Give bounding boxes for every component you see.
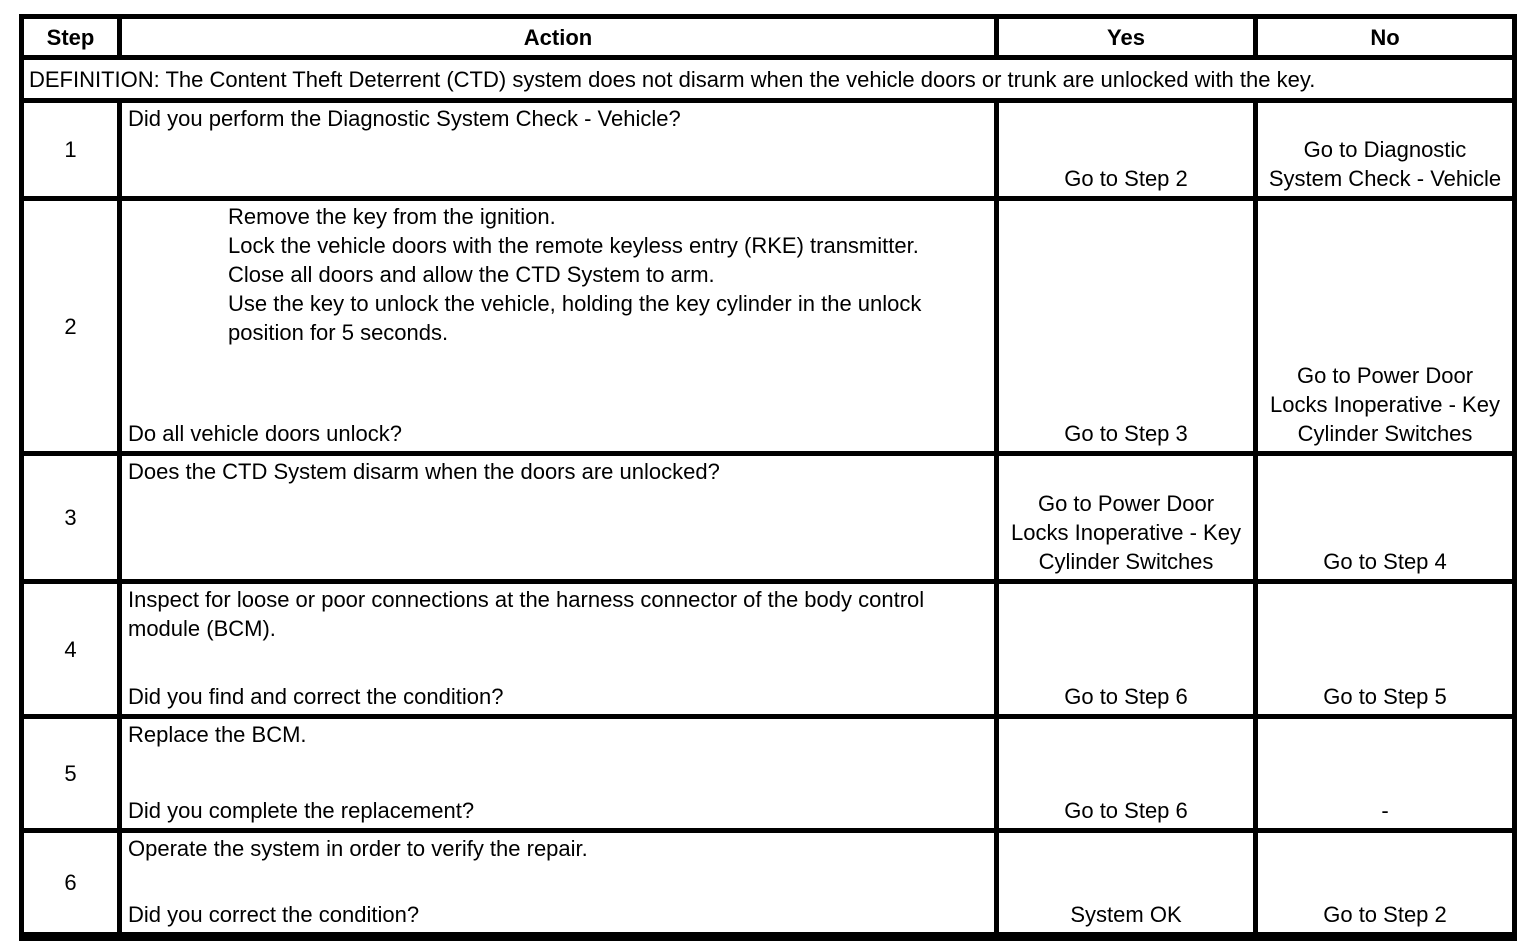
step-number-5: 5 [24, 719, 117, 828]
instruction-item: Remove the key from the ignition. [228, 204, 556, 229]
action-cell-2: Remove the key from the ignition. Lock t… [122, 201, 994, 451]
diagnostic-table: Step Action Yes No DEFINITION: The Conte… [19, 14, 1517, 941]
header-step: Step [24, 19, 117, 55]
no-cell-5: - [1258, 719, 1512, 828]
step-number-2: 2 [24, 201, 117, 451]
instruction-item: Lock the vehicle doors with the remote k… [228, 233, 919, 258]
action-cell-5: Replace the BCM. Did you complete the re… [122, 719, 994, 828]
action-text: Inspect for loose or poor connections at… [128, 587, 925, 641]
action-cell-6: Operate the system in order to verify th… [122, 833, 994, 932]
definition-row: DEFINITION: The Content Theft Deterrent … [24, 60, 1512, 98]
action-instruction-list: Remove the key from the ignition. Lock t… [228, 202, 986, 347]
header-no: No [1258, 19, 1512, 55]
action-question: Did you find and correct the condition? [128, 684, 504, 709]
step-number-3: 3 [24, 456, 117, 579]
instruction-item: Close all doors and allow the CTD System… [228, 262, 715, 287]
action-text: Operate the system in order to verify th… [128, 836, 588, 861]
no-cell-2: Go to Power Door Locks Inoperative - Key… [1258, 201, 1512, 451]
action-cell-4: Inspect for loose or poor connections at… [122, 584, 994, 714]
action-question: Do all vehicle doors unlock? [128, 421, 402, 446]
header-yes: Yes [999, 19, 1253, 55]
yes-cell-5: Go to Step 6 [999, 719, 1253, 828]
yes-cell-6: System OK [999, 833, 1253, 932]
step-number-1: 1 [24, 103, 117, 196]
action-cell-3: Does the CTD System disarm when the door… [122, 456, 994, 579]
yes-cell-1: Go to Step 2 [999, 103, 1253, 196]
header-action: Action [122, 19, 994, 55]
yes-cell-2: Go to Step 3 [999, 201, 1253, 451]
action-question: Does the CTD System disarm when the door… [128, 459, 720, 484]
no-cell-3: Go to Step 4 [1258, 456, 1512, 579]
yes-cell-4: Go to Step 6 [999, 584, 1253, 714]
step-number-4: 4 [24, 584, 117, 714]
no-cell-1: Go to Diagnostic System Check - Vehicle [1258, 103, 1512, 196]
no-cell-4: Go to Step 5 [1258, 584, 1512, 714]
no-cell-6: Go to Step 2 [1258, 833, 1512, 932]
yes-cell-3: Go to Power Door Locks Inoperative - Key… [999, 456, 1253, 579]
step-number-6: 6 [24, 833, 117, 932]
action-text: Replace the BCM. [128, 722, 307, 747]
instruction-item: Use the key to unlock the vehicle, holdi… [228, 291, 922, 345]
action-cell-1: Did you perform the Diagnostic System Ch… [122, 103, 994, 196]
action-question: Did you perform the Diagnostic System Ch… [128, 106, 681, 131]
action-question: Did you correct the condition? [128, 902, 420, 927]
action-question: Did you complete the replacement? [128, 798, 475, 823]
